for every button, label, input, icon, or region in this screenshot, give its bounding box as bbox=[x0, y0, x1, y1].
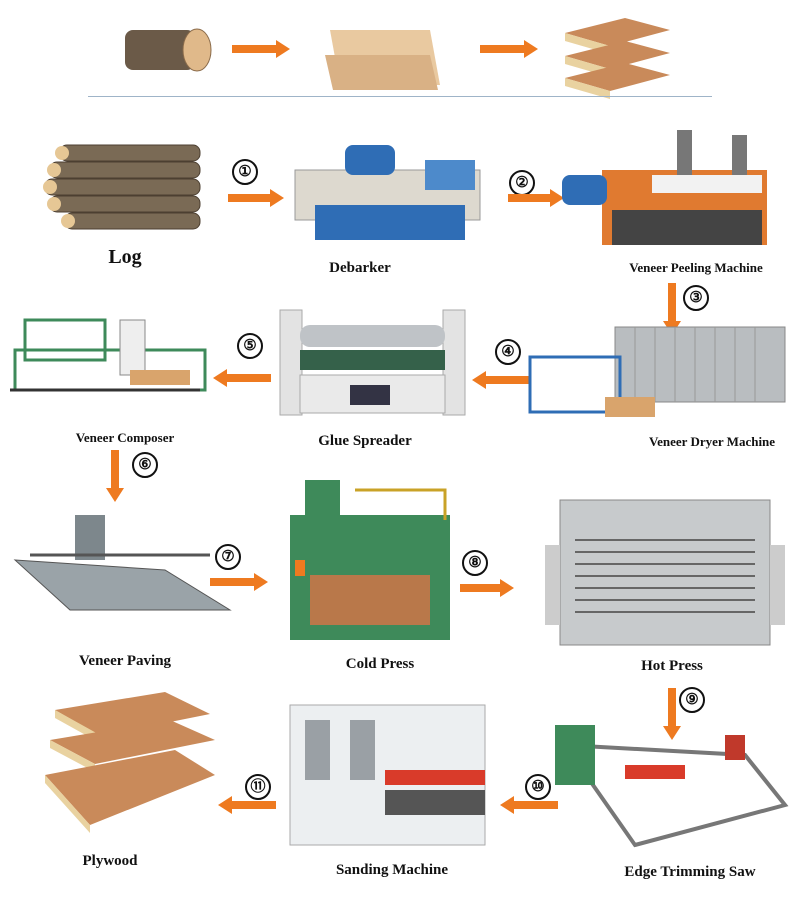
step-number-6: ⑥ bbox=[132, 452, 158, 478]
divider-line bbox=[88, 96, 712, 97]
edge-trimming-saw-image bbox=[555, 725, 789, 848]
step-label-log: Log bbox=[108, 246, 142, 268]
step-label-glue-spreader: Glue Spreader bbox=[318, 433, 412, 449]
debarker-machine-image bbox=[294, 145, 481, 240]
arrow-icon bbox=[232, 40, 290, 58]
hot-press-image bbox=[545, 499, 785, 646]
step-label-debarker: Debarker bbox=[329, 260, 391, 276]
plywood-image bbox=[45, 692, 215, 833]
log-image bbox=[43, 144, 201, 230]
step-number-3: ③ bbox=[683, 285, 709, 311]
veneer-peeling-machine-image bbox=[562, 130, 767, 245]
arrow-down-icon bbox=[663, 688, 681, 740]
step-number-7: ⑦ bbox=[215, 544, 241, 570]
arrow-right-icon bbox=[228, 189, 284, 207]
step-number-9: ⑨ bbox=[679, 687, 705, 713]
arrow-down-icon bbox=[106, 450, 124, 502]
veneer-sheets-image bbox=[325, 30, 440, 90]
step-label-veneer-peeling: Veneer Peeling Machine bbox=[629, 260, 763, 275]
step-label-veneer-paving: Veneer Paving bbox=[78, 653, 172, 669]
step-number-10: ⑩ bbox=[525, 774, 551, 800]
arrow-right-icon bbox=[508, 189, 564, 207]
step-number-5: ⑤ bbox=[237, 333, 263, 359]
step-label-cold-press: Cold Press bbox=[345, 656, 415, 672]
step-label-veneer-composer: Veneer Composer bbox=[75, 430, 175, 445]
step-label-sanding-machine: Sanding Machine bbox=[335, 862, 449, 878]
veneer-paving-image bbox=[13, 515, 232, 611]
plywood-stack-image bbox=[565, 18, 670, 99]
cold-press-image bbox=[290, 480, 450, 640]
arrow-left-icon bbox=[218, 796, 276, 814]
step-number-4: ④ bbox=[495, 339, 521, 365]
veneer-composer-image bbox=[10, 318, 207, 392]
arrow-left-icon bbox=[500, 796, 558, 814]
arrow-left-icon bbox=[472, 371, 530, 389]
step-label-hot-press: Hot Press bbox=[641, 658, 703, 674]
veneer-dryer-machine-image bbox=[528, 326, 786, 417]
sanding-machine-image bbox=[289, 704, 486, 846]
step-number-8: ⑧ bbox=[462, 550, 488, 576]
arrow-left-icon bbox=[213, 369, 271, 387]
arrow-icon bbox=[480, 40, 538, 58]
step-number-11: ⑪ bbox=[245, 774, 271, 800]
step-label-edge-trimming-saw: Edge Trimming Saw bbox=[624, 864, 756, 880]
step-number-1: ① bbox=[232, 159, 258, 185]
arrow-down-icon bbox=[663, 283, 681, 335]
log-section-image bbox=[125, 28, 212, 72]
step-label-veneer-dryer: Veneer Dryer Machine bbox=[648, 434, 776, 449]
arrow-right-icon bbox=[460, 579, 514, 597]
glue-spreader-image bbox=[279, 309, 466, 416]
step-label-plywood: Plywood bbox=[82, 853, 138, 869]
arrow-right-icon bbox=[210, 573, 268, 591]
